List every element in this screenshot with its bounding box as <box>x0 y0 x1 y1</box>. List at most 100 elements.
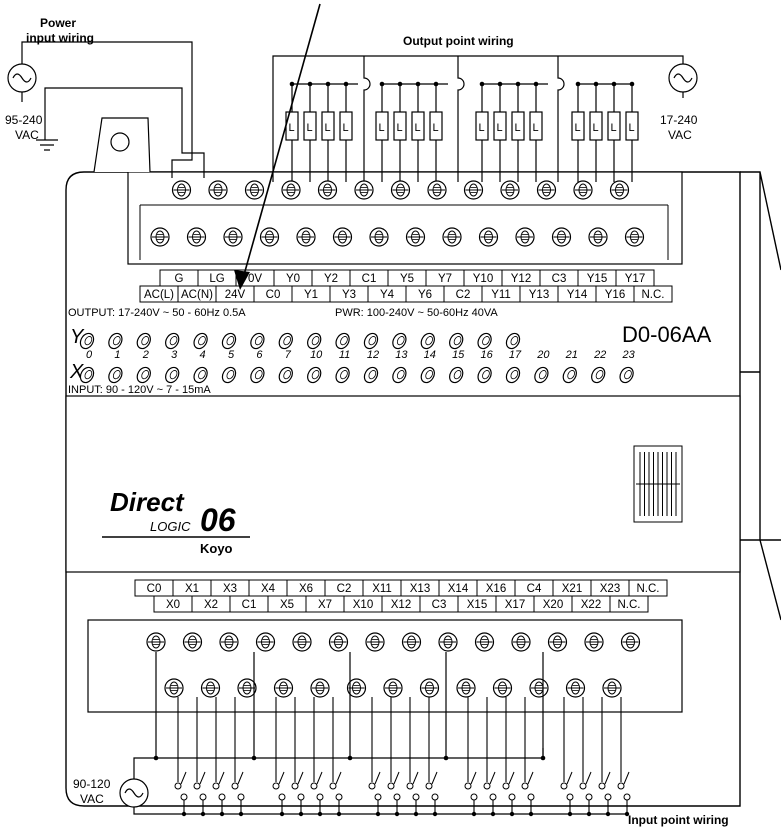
svg-text:Y12: Y12 <box>511 273 531 285</box>
terminal-screw <box>365 632 385 652</box>
input-terminal-label: N.C. <box>628 579 668 597</box>
output-terminal-label: Y0 <box>273 269 313 287</box>
terminal-screw <box>346 678 367 698</box>
terminal-screw <box>369 227 389 247</box>
terminal-screw <box>223 227 243 247</box>
output-terminal-label: N.C. <box>633 285 673 303</box>
svg-text:Y7: Y7 <box>438 273 452 285</box>
x-status-led <box>136 366 151 384</box>
input-terminal-label: C3 <box>419 595 459 613</box>
input-switch <box>310 697 324 817</box>
svg-text:C0: C0 <box>147 583 162 595</box>
svg-text:X21: X21 <box>562 583 582 595</box>
output-terminal-label: C1 <box>349 269 389 287</box>
y-status-led <box>250 332 265 350</box>
x-status-led <box>392 366 407 384</box>
input-terminal-label: X3 <box>210 579 250 597</box>
svg-text:C3: C3 <box>432 599 447 611</box>
svg-text:Y2: Y2 <box>324 273 338 285</box>
terminal-screw <box>328 632 349 652</box>
input-switch <box>406 697 420 817</box>
input-terminal-label: C2 <box>324 579 364 597</box>
load-symbol: L <box>533 122 539 134</box>
input-switch <box>272 697 286 817</box>
direct-logic-logo: Direct 06 LOGIC Koyo <box>102 487 250 556</box>
common-wire <box>557 56 565 182</box>
terminal-screw <box>529 678 549 698</box>
svg-text:X3: X3 <box>223 583 237 595</box>
terminal-screw <box>310 678 330 698</box>
junction-dot <box>251 755 257 761</box>
output-terminal-label: G <box>159 269 199 287</box>
svg-text:X10: X10 <box>353 599 373 611</box>
input-terminal-label: C4 <box>514 579 554 597</box>
terminal-screw <box>547 632 568 652</box>
svg-text:X22: X22 <box>581 599 601 611</box>
load-symbol: L <box>575 122 581 134</box>
terminal-screw <box>438 632 458 652</box>
x-status-led <box>363 366 379 384</box>
terminal-screw <box>500 180 520 200</box>
svg-text:X15: X15 <box>467 599 487 611</box>
terminal-screw <box>244 180 265 200</box>
output-terminal-label: Y14 <box>557 285 597 303</box>
common-wire <box>457 56 465 182</box>
input-terminal-label: X13 <box>400 579 440 597</box>
svg-text:24V: 24V <box>225 289 246 301</box>
led-number: 3 <box>171 349 178 361</box>
led-number: 17 <box>509 349 522 361</box>
svg-text:Y1: Y1 <box>304 289 318 301</box>
svg-text:C0: C0 <box>266 289 281 301</box>
input-terminal-label: X10 <box>343 595 383 613</box>
input-switch <box>291 697 305 817</box>
svg-text:X5: X5 <box>280 599 294 611</box>
output-voltage-line1: 17-240 <box>660 113 698 127</box>
input-terminal-label: X0 <box>153 595 193 613</box>
svg-text:X6: X6 <box>299 583 313 595</box>
input-switch <box>464 697 478 817</box>
svg-text:C2: C2 <box>337 583 352 595</box>
y-status-led <box>221 332 237 350</box>
mounting-tab <box>93 117 151 173</box>
svg-text:AC(L): AC(L) <box>144 289 174 301</box>
logo-number: 06 <box>200 502 236 538</box>
led-number: 13 <box>395 349 408 361</box>
svg-text:N.C.: N.C. <box>618 599 641 611</box>
x-status-led <box>165 366 180 384</box>
y-status-led <box>136 332 151 350</box>
input-switch <box>231 697 245 817</box>
svg-text:X16: X16 <box>486 583 506 595</box>
output-terminal-label: Y6 <box>405 285 445 303</box>
y-status-led <box>165 332 180 350</box>
terminal-screw <box>383 678 403 698</box>
terminal-screw <box>620 632 641 652</box>
terminal-screw <box>237 678 257 698</box>
terminal-screw <box>602 678 622 698</box>
input-switch <box>387 697 401 817</box>
load-symbol: L <box>379 122 385 134</box>
input-terminal-label: X16 <box>476 579 516 597</box>
output-terminal-label: Y10 <box>463 269 503 287</box>
terminal-screw <box>208 180 228 200</box>
logo-logic: LOGIC <box>150 519 191 534</box>
input-terminal-label: X17 <box>495 595 535 613</box>
led-number: 11 <box>339 349 350 361</box>
led-number: 12 <box>367 349 379 361</box>
x-status-led <box>562 366 577 384</box>
y-status-led <box>420 332 435 350</box>
terminal-screw <box>463 180 484 200</box>
led-number: 16 <box>480 349 493 361</box>
terminal-screw <box>296 227 316 247</box>
terminal-screw <box>624 227 645 247</box>
x-status-led <box>534 366 549 384</box>
svg-text:C1: C1 <box>242 599 257 611</box>
led-number: 2 <box>142 349 149 361</box>
input-switch <box>368 697 382 817</box>
terminal-screw <box>565 678 586 698</box>
y-status-led <box>335 332 350 350</box>
